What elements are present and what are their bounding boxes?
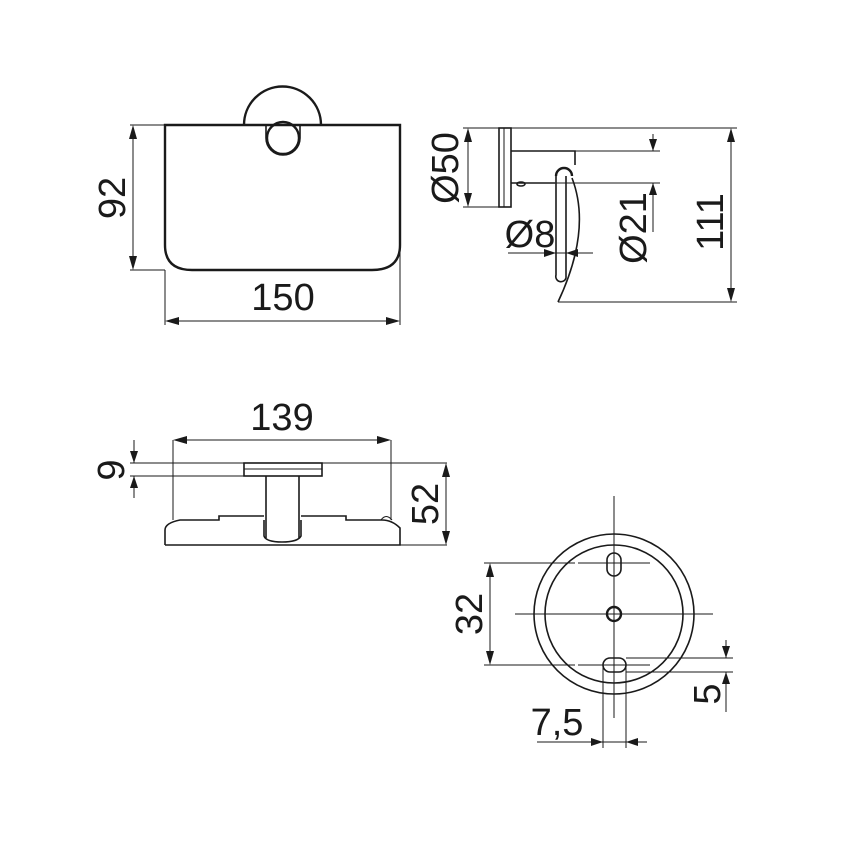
side-rod — [554, 176, 567, 283]
side-screw — [516, 181, 526, 187]
dim-depth: 111 — [690, 193, 732, 251]
top-post-base — [263, 520, 302, 543]
dim-hole-spacing: 32 — [449, 593, 491, 635]
front-hub-outer — [265, 120, 301, 156]
front-view: 92 150 — [92, 85, 402, 325]
top-view: 139 9 52 — [91, 397, 450, 546]
dim-flange-thickness: 9 — [91, 459, 133, 480]
center-screw — [605, 605, 623, 623]
front-hub-notch — [265, 125, 301, 156]
dim-top-width: 139 — [250, 397, 313, 439]
dim-top-depth: 52 — [405, 483, 447, 525]
top-mount-slot — [606, 552, 622, 577]
top-cover-right — [165, 515, 401, 546]
side-cover-curve — [557, 177, 581, 303]
front-flange-arc — [242, 85, 323, 126]
side-view: Ø50 Ø21 Ø8 111 — [425, 127, 737, 303]
side-arm-top — [511, 150, 576, 165]
side-flange — [498, 127, 512, 208]
dim-flange-diameter: Ø50 — [425, 132, 467, 204]
dim-slot-height: 5 — [687, 683, 729, 704]
dim-rod-diameter: Ø8 — [505, 214, 556, 256]
back-plate-view: 32 5 7,5 — [449, 496, 733, 748]
dim-front-width: 150 — [251, 277, 314, 319]
top-cover-left — [164, 515, 264, 545]
dim-arm-diameter: Ø21 — [613, 192, 655, 264]
dim-slot-width: 7,5 — [531, 702, 584, 744]
front-cover-outline — [163, 123, 402, 272]
dim-front-height: 92 — [92, 177, 134, 219]
